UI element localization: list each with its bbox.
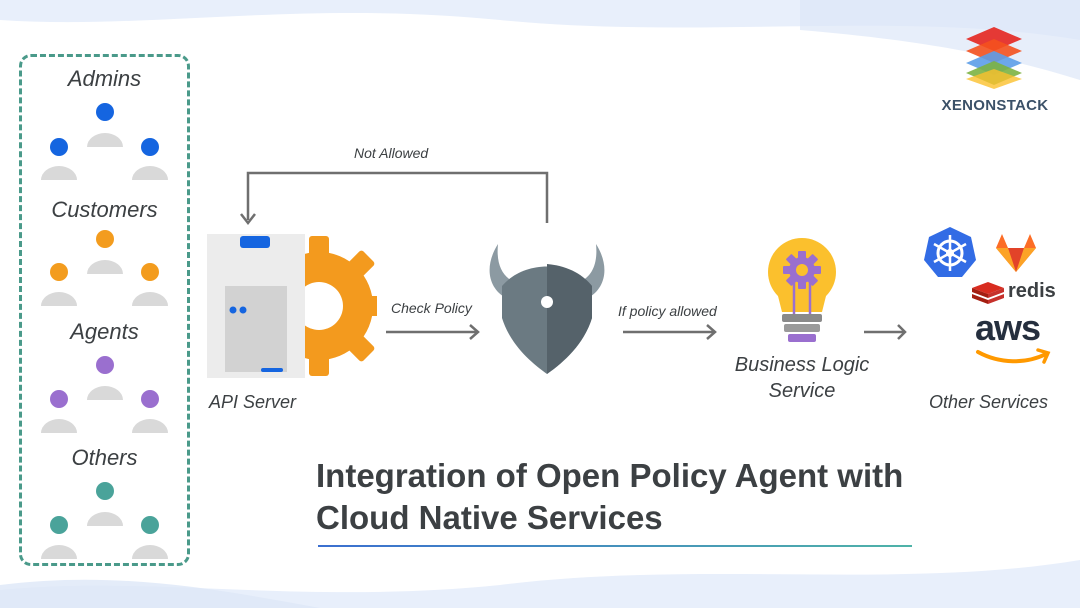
aws-text: aws (975, 307, 1041, 348)
not-allowed-arrow (240, 171, 549, 226)
not-allowed-label: Not Allowed (354, 145, 429, 161)
opa-icon (489, 244, 605, 374)
redis-icon (972, 282, 1004, 304)
group-label-admins: Admins (67, 66, 142, 91)
kubernetes-icon (924, 227, 976, 277)
xenonstack-logo-icon (966, 27, 1022, 89)
api-server-icon (207, 234, 377, 378)
agents-people-icon (41, 356, 168, 433)
business-logic-label: Business Logic Service (712, 352, 892, 404)
group-label-customers: Customers (51, 197, 158, 222)
other-services-label: Other Services (929, 392, 1049, 412)
others-people-icon (41, 482, 168, 559)
api-server-label: API Server (209, 392, 297, 412)
business-logic-bulb-icon (768, 238, 836, 342)
title-line-2: Cloud Native Services (316, 499, 663, 536)
group-label-agents: Agents (70, 319, 139, 344)
title-underline (318, 545, 912, 547)
aws-smile-icon (976, 348, 1051, 364)
admins-people-icon (41, 103, 168, 180)
title-line-1: Integration of Open Policy Agent with (316, 457, 904, 494)
diagram-title: Integration of Open Policy Agent with Cl… (316, 455, 956, 539)
user-groups-box (19, 54, 190, 566)
if-policy-allowed-arrow (623, 324, 717, 340)
gitlab-icon (996, 234, 1036, 272)
brand-name: XENONSTACK (941, 97, 1049, 114)
redis-text: redis (1008, 280, 1056, 302)
business-logic-label-line2: Service (768, 380, 836, 402)
to-other-services-arrow (864, 324, 907, 340)
if-policy-allowed-label: If policy allowed (618, 303, 717, 319)
check-policy-label: Check Policy (391, 300, 472, 316)
customers-people-icon (41, 230, 168, 306)
group-label-others: Others (71, 445, 138, 470)
check-policy-arrow (386, 324, 480, 340)
business-logic-label-line1: Business Logic (734, 354, 870, 376)
